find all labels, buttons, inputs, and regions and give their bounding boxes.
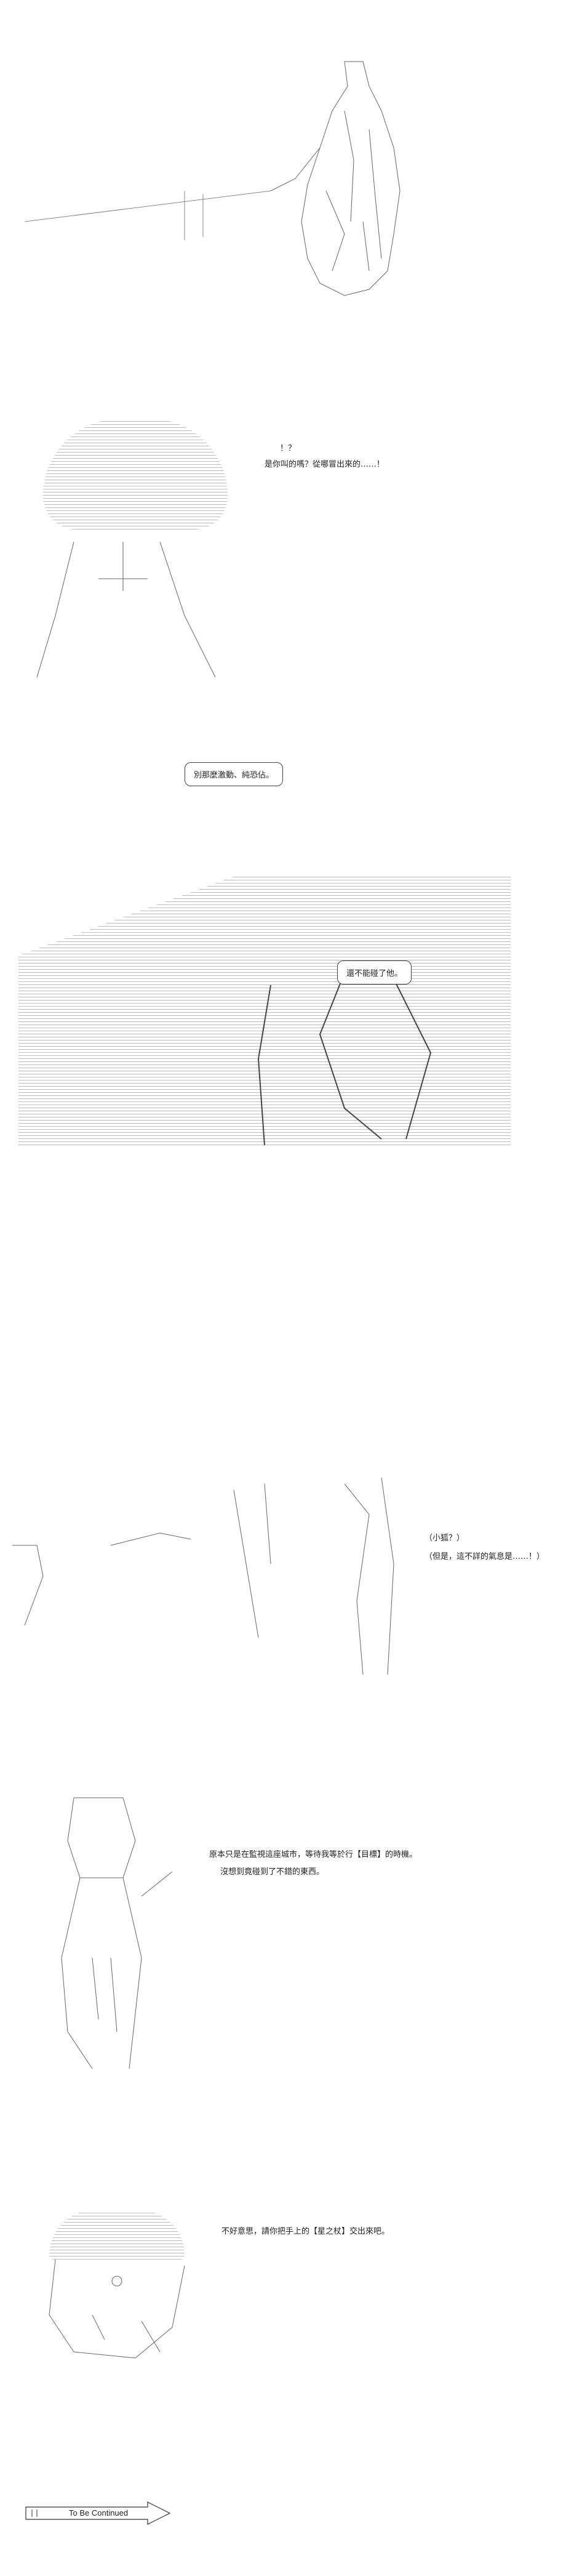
scene-figure-art — [257, 972, 432, 1146]
speech-bubble: 別那麼激動、純恐佔。 — [185, 762, 284, 786]
panel-2: ！？ 是你叫的嗎？從哪冒出來的……！ — [0, 394, 566, 714]
hooded-figure-art — [49, 2259, 185, 2359]
to-be-continued-label: To Be Continued — [69, 2508, 129, 2518]
figure-art — [24, 61, 401, 296]
creature-art — [36, 541, 216, 678]
panel-3: 別那麼激動、純恐佔。 — [0, 757, 566, 813]
faces-art — [12, 1477, 394, 1675]
dialogue-line: 不好意思，請你把手上的【星之杖】交出來吧。 — [221, 2227, 390, 2236]
dialogue-line: 是你叫的嗎？從哪冒出來的……！ — [265, 460, 385, 469]
exclaim-text: ！？ — [280, 444, 297, 453]
thought-line-2: （但是，這不詳的氣息是……！） — [424, 1552, 545, 1561]
panel-7: 不好意思，請你把手上的【星之杖】交出來吧。 — [0, 2192, 566, 2389]
panel-4: 還不能碰了他。 — [0, 850, 566, 1194]
standing-figure-art — [61, 1797, 173, 2069]
creature-head-hatch — [43, 419, 228, 529]
speech-bubble: 還不能碰了他。 — [337, 960, 412, 984]
hood-hatch — [49, 2210, 185, 2260]
panel-5: （小狐？） （但是，這不詳的氣息是……！） — [0, 1441, 566, 1699]
panel-1 — [0, 37, 566, 308]
thought-line-1: （小狐？） — [424, 1534, 465, 1543]
panel-6: 原本只是在監視這座城市，等待我等於行【目標】的時機。 沒想到竟碰到了不錯的東西。 — [0, 1773, 566, 2093]
dialogue-line-2: 沒想到竟碰到了不錯的東西。 — [220, 1867, 325, 1877]
to-be-continued-banner: To Be Continued — [25, 2501, 172, 2526]
arrow-right-icon — [25, 2502, 171, 2525]
dialogue-line-1: 原本只是在監視這座城市，等待我等於行【目標】的時機。 — [209, 1850, 418, 1859]
